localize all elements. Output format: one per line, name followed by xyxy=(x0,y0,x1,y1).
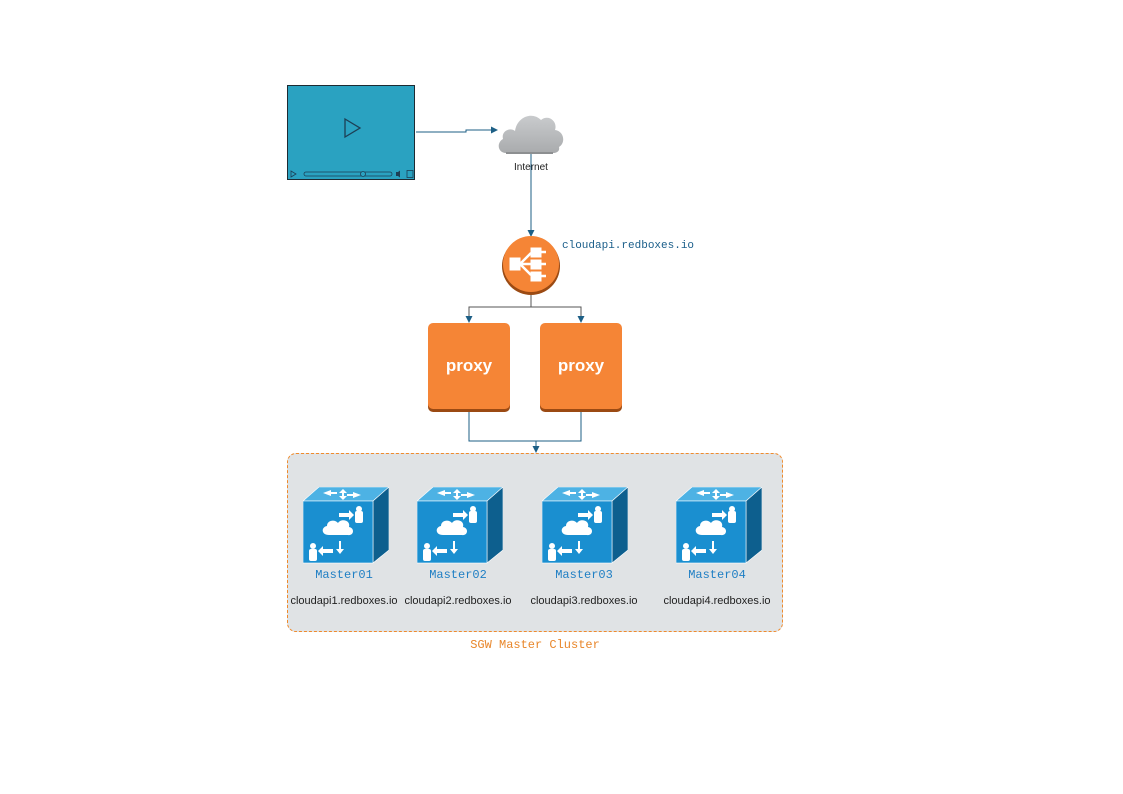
video-player[interactable] xyxy=(287,85,415,180)
router-cube-icon[interactable] xyxy=(541,486,629,570)
internet-label: Internet xyxy=(514,162,548,173)
video-to-internet-connector xyxy=(416,126,498,134)
proxy-label: proxy xyxy=(557,356,605,375)
master-host-label: cloudapi4.redboxes.io xyxy=(663,595,771,607)
lb-to-proxy2-connector xyxy=(531,306,585,323)
router-cube-icon[interactable] xyxy=(675,486,763,570)
master-name-label: Master03 xyxy=(555,568,613,582)
master-host-label: cloudapi3.redboxes.io xyxy=(530,595,638,607)
master-name-label: Master04 xyxy=(688,568,746,582)
load-balancer-icon[interactable] xyxy=(502,236,562,296)
cluster-label: SGW Master Cluster xyxy=(470,638,600,652)
proxy-node-1[interactable]: proxy xyxy=(428,323,510,409)
proxies-to-cluster-connector xyxy=(468,410,582,452)
master-name-label: Master01 xyxy=(315,568,373,582)
load-balancer-domain-label: cloudapi.redboxes.io xyxy=(562,240,695,252)
lb-to-proxy1-connector xyxy=(465,294,532,323)
router-cube-icon[interactable] xyxy=(302,486,390,570)
cloud-icon xyxy=(498,115,564,154)
video-controls-bar[interactable] xyxy=(288,169,414,179)
master-name-label: Master02 xyxy=(429,568,487,582)
master-host-label: cloudapi2.redboxes.io xyxy=(404,595,512,607)
master-host-label: cloudapi1.redboxes.io xyxy=(290,595,398,607)
router-cube-icon[interactable] xyxy=(416,486,504,570)
proxy-node-2[interactable]: proxy xyxy=(540,323,622,409)
play-icon[interactable] xyxy=(343,117,363,139)
proxy-label: proxy xyxy=(445,356,493,375)
